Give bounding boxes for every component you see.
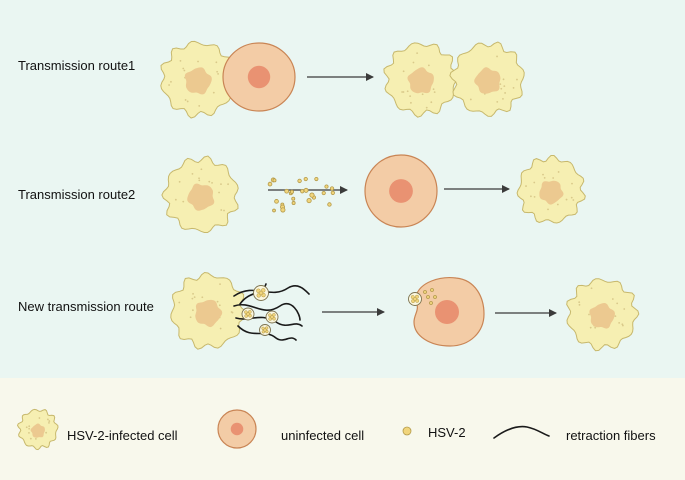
legend-panel [0,378,685,480]
route2-virus-particle [314,176,319,182]
route2-virus-particle [327,202,332,207]
route2-virus-particle [329,186,335,191]
route2-virus-particle [272,208,276,213]
legend-fiber-label: retraction fibers [566,428,656,443]
route2-virus-particle [280,207,286,213]
route3-virus-particle [430,288,434,292]
route1-label: Transmission route1 [18,58,136,73]
route3-virus-cluster-4 [259,324,271,336]
route3-virus-particle [433,295,437,299]
route1-result-cell-2 [449,41,525,117]
route2-virus-particle [284,188,289,194]
route1-infected-cell [160,40,238,119]
route2-virus-particle [306,198,312,204]
route3-result-cell [566,278,640,352]
route3-virus-cluster-2 [241,307,255,321]
route2-label: Transmission route2 [18,187,136,202]
uninfected-cell-icon [217,409,257,449]
route2-infected-cell [161,155,239,233]
route2-virus-particle [297,178,302,184]
route3-fiber-4 [237,325,297,341]
route3-fiber-2 [233,303,301,321]
route3-virus-particle [426,295,430,299]
fiber-icon [493,425,550,439]
route3-virus-particle [429,301,433,305]
route2-virus-particle [303,176,308,182]
legend-uninfected-label: uninfected cell [281,428,365,443]
route2-result-cell [516,155,586,224]
route2-virus-particle [300,189,305,194]
route2-virus-particle [274,199,279,204]
route3-virus-particle [423,290,427,294]
route2-virus-particle [309,192,315,198]
route2-virus-particle [291,196,296,201]
route3-virus-cluster-1 [253,285,269,301]
route3-fiber-1 [233,285,310,297]
route2-virus-particle [272,178,277,183]
route1-result-cell-1 [383,42,459,118]
route3-uninfected-cell [413,277,485,347]
route2-virus-particle [324,184,329,189]
infected-cell-icon [16,408,59,451]
route2-virus-particle [330,190,335,195]
route2-uninfected-cell [364,154,438,228]
route2-virus-particle [321,190,326,196]
route2-virus-particle [289,189,294,194]
route3-entering-virus [408,292,422,306]
route3-label: New transmission route [18,299,154,314]
route1-uninfected-cell [222,42,296,112]
route2-virus-particle [267,181,273,187]
route2-virus-particle [291,201,296,205]
route2-virus-particle [303,187,309,193]
legend-virus-label: HSV-2 [428,425,466,440]
route3-infected-cell [170,271,248,350]
route3-virus-cluster-3 [265,310,279,324]
virus-icon [402,426,412,436]
legend-infected-label: HSV-2-infected cell [67,428,178,443]
